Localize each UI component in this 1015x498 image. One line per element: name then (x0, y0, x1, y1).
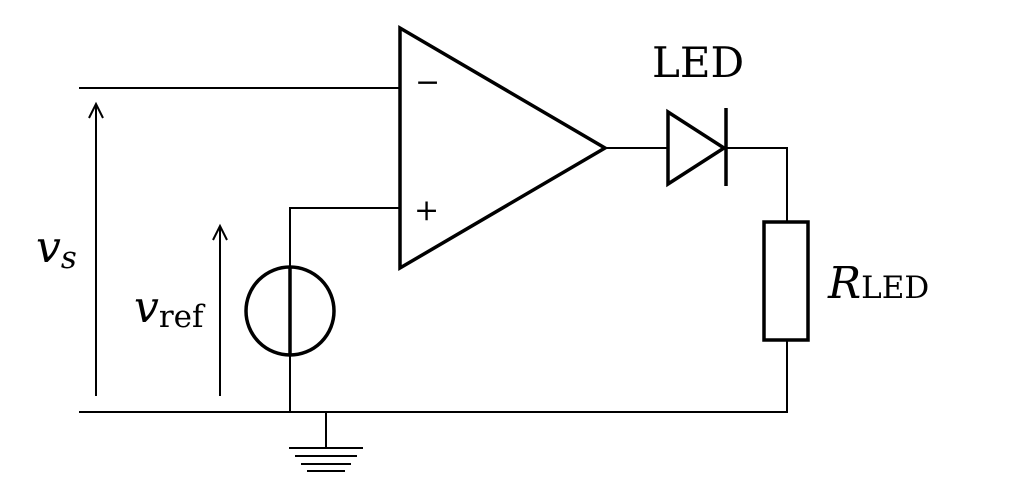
reference-voltage-source (244, 265, 336, 357)
ground-symbol (289, 447, 363, 472)
op-amp-triangle (398, 24, 609, 272)
vs-voltage-arrow (88, 101, 104, 396)
vref-voltage-arrow (212, 223, 228, 396)
led-diode-symbol (666, 108, 728, 188)
led-label: LED (652, 38, 744, 87)
resistor-label: RLED (827, 258, 929, 309)
vref-label: vref (134, 282, 206, 335)
inverting-input-sign: − (415, 65, 440, 100)
vs-label: vs (36, 222, 77, 276)
vref-wire (289, 207, 401, 267)
noninverting-input-sign: + (414, 193, 439, 228)
led-to-resistor-wire (725, 147, 788, 223)
led-resistor (762, 220, 810, 342)
